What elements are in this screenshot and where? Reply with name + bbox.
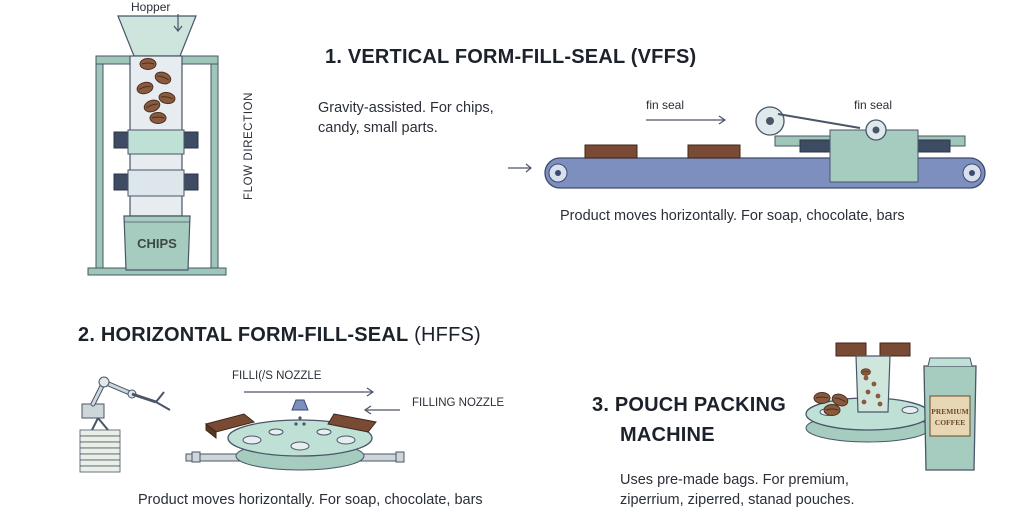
coffee-label-line2: COFFEE xyxy=(935,418,965,427)
fin-seal-label-left: fin seal xyxy=(646,98,685,112)
vffs-title: 1. VERTICAL FORM-FILL-SEAL (VFFS) xyxy=(325,46,697,68)
filling-nozzle-label-top: FILLI(/S NOZZLE xyxy=(232,370,322,382)
pouch-title-line1: 3. POUCH PACKING xyxy=(592,394,786,416)
product-bar xyxy=(584,144,638,159)
conveyor-caption: Product moves horizontally. For soap, ch… xyxy=(560,208,905,224)
product-block xyxy=(327,413,377,433)
pouch-machine xyxy=(805,342,977,471)
flow-direction-label: FLOW DIRECTION xyxy=(243,91,255,200)
hffs-title-thin: (HFFS) xyxy=(408,324,481,346)
coffee-bag-label xyxy=(929,395,971,437)
rotary-table xyxy=(227,419,373,457)
film-stack xyxy=(79,429,121,473)
pouch-description-line2: ziperrium, ziperred, stanad pouches. xyxy=(620,492,855,508)
hffs-machine xyxy=(79,376,405,473)
chips-bag-label: CHIPS xyxy=(137,236,177,251)
pouch-title-line2: MACHINE xyxy=(620,424,715,446)
chips-bag xyxy=(123,215,191,271)
conveyor-machine xyxy=(508,106,986,189)
hffs-title: 2. HORIZONTAL FORM-FILL-SEAL (HFFS) xyxy=(78,324,481,347)
filling-nozzle-label-right: FILLING NOZZLE xyxy=(412,397,505,409)
hopper-shape xyxy=(117,15,197,57)
vffs-machine xyxy=(87,14,227,276)
conveyor-belt xyxy=(544,157,986,189)
robot-arm xyxy=(79,376,171,473)
hopper-label: Hopper xyxy=(131,0,171,14)
fin-seal-label-right: fin seal xyxy=(854,98,893,112)
pouch-description-line1: Uses pre-made bags. For premium, xyxy=(620,472,849,488)
vffs-description-line1: Gravity-assisted. For chips, xyxy=(318,100,494,116)
hffs-caption: Product moves horizontally. For soap, ch… xyxy=(138,492,483,508)
vffs-description-line2: candy, small parts. xyxy=(318,120,438,136)
filling-nozzle xyxy=(291,399,309,411)
hffs-title-bold: 2. HORIZONTAL FORM-FILL-SEAL xyxy=(78,324,409,346)
product-bar xyxy=(687,144,741,159)
coffee-label-line1: PREMIUM xyxy=(931,407,969,416)
